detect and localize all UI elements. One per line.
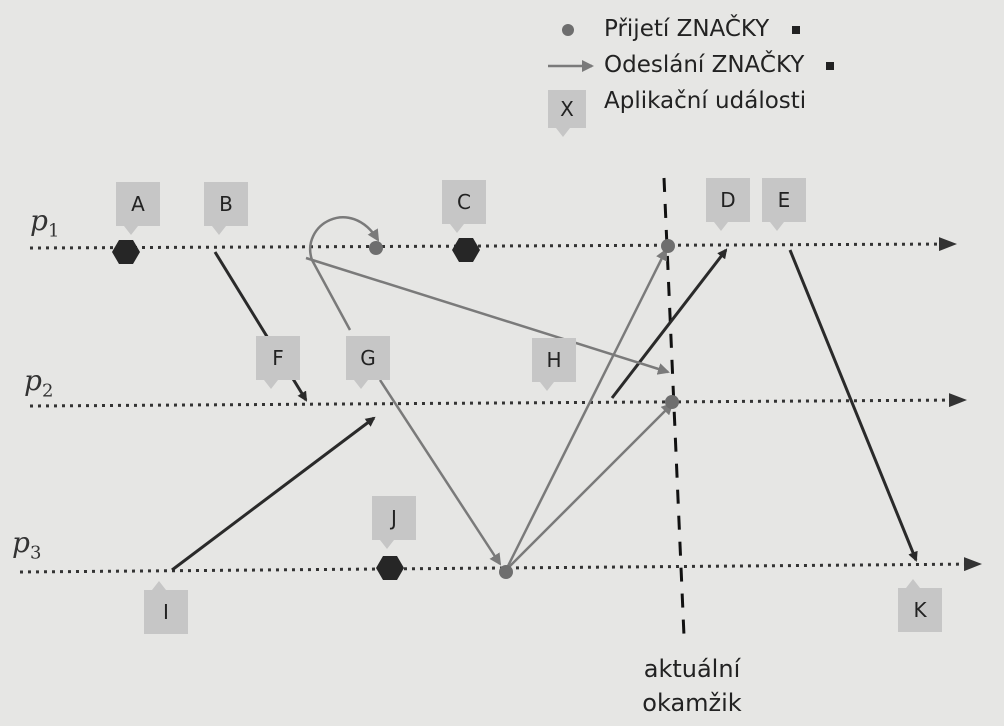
marker-send-p1-to-p3: [378, 379, 502, 566]
event-j-hexagon: [376, 556, 404, 580]
event-c-hexagon: [452, 238, 480, 262]
p2-timeline: [29, 393, 967, 408]
event-tag-i: I: [144, 581, 188, 634]
message-h-to-d: [610, 248, 728, 399]
marker-send-g-to-p1: [309, 216, 380, 331]
event-tag-e: E: [762, 178, 806, 231]
legend-event-label: Aplikační události: [604, 88, 807, 114]
event-tag-k: K: [898, 579, 942, 632]
legend-receive-dot: [562, 24, 574, 36]
legend-send-label: Odeslání ZNAČKY: [604, 52, 805, 78]
legend-event-tag: X: [548, 90, 586, 137]
event-tag-b: B: [204, 182, 248, 235]
current-moment-line2: okamžik: [642, 689, 742, 717]
process-label-p3: p3: [12, 526, 42, 564]
event-tag-c: C: [442, 180, 486, 233]
event-tag-h: H: [532, 338, 576, 391]
marker-send-p3-to-p1: [504, 248, 668, 571]
process-label-p2: p2: [24, 364, 54, 402]
current-moment-line1: aktuální: [643, 655, 741, 683]
event-tag-a: A: [116, 182, 160, 235]
p3-timeline: [19, 557, 982, 574]
event-tag-f: F: [256, 336, 300, 389]
marker-receive-dot-p2: [665, 395, 679, 409]
message-e-to-k: [788, 249, 918, 562]
marker-send-p1-to-p2-cut: [305, 256, 670, 375]
event-tag-j: J: [372, 496, 416, 549]
marker-receive-dot-p1-b: [661, 239, 675, 253]
event-tag-d: D: [706, 178, 750, 231]
legend-receive-label: Přijetí ZNAČKY: [604, 16, 770, 42]
legend-send-square: [826, 62, 834, 70]
event-tag-g: G: [346, 336, 390, 389]
event-a-hexagon: [112, 240, 140, 264]
process-label-p1: p1: [30, 204, 60, 242]
marker-receive-dot-p3: [499, 565, 513, 579]
message-i-to-g: [171, 416, 376, 572]
legend-receive-square: [792, 26, 800, 34]
current-moment-label: aktuální okamžik: [612, 652, 772, 720]
p1-timeline: [29, 237, 957, 252]
marker-receive-dot-p1-a: [369, 241, 383, 255]
marker-send-p3-to-p2: [505, 402, 674, 571]
